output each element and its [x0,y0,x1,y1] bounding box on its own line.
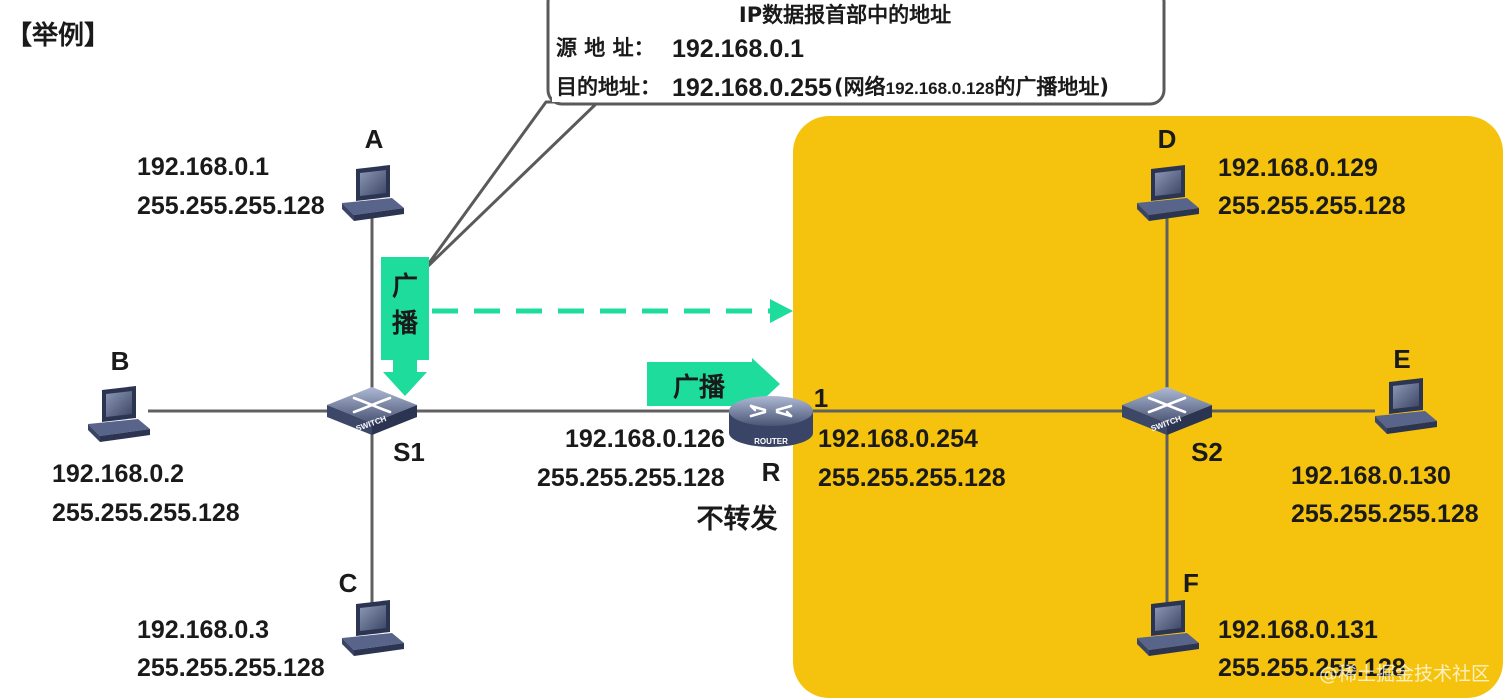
callout-pointer [422,100,600,272]
host-e-mask: 255.255.255.128 [1291,500,1479,528]
host-f-ip: 192.168.0.131 [1218,616,1378,644]
host-e-label: E [1393,344,1410,374]
router-right-ip: 192.168.0.254 [818,425,978,453]
host-c-label: C [339,568,358,598]
router-r: ROUTER [729,396,813,447]
callout-title: IP数据报首部中的地址 [739,3,951,27]
callout-dst-value: 192.168.0.255 [672,74,832,102]
host-d-mask: 255.255.255.128 [1218,192,1406,220]
host-a-mask: 255.255.255.128 [137,192,325,220]
host-e-ip: 192.168.0.130 [1291,462,1451,490]
host-a-label: A [365,124,384,154]
router-device-text: ROUTER [754,437,788,446]
broadcast-vertical-char-2: 播 [392,309,419,339]
broadcast-vertical-char-1: 广 [392,272,418,302]
router-right-mask: 255.255.255.128 [818,464,1006,492]
page-title: 【举例】 [6,20,110,51]
host-f-label: F [1183,568,1199,598]
host-a-ip: 192.168.0.1 [137,153,269,181]
pc-c [342,600,404,656]
pc-a [342,165,404,221]
callout-src-value: 192.168.0.1 [672,35,804,63]
broadcast-dashed-arrowhead [770,299,793,323]
host-f-mask: 255.255.255.128 [1218,654,1406,682]
switch-s1-label: S1 [393,437,425,467]
callout-box [546,0,1166,106]
host-b-label: B [111,346,130,376]
switch-s2: SWITCH [1120,385,1214,437]
switch-s1: SWITCH [325,385,419,437]
callout-dst-note: (网络192.168.0.128的广播地址) [834,75,1109,99]
switch-s2-label: S2 [1191,437,1223,467]
router-label: R [762,457,781,487]
watermark: @稀土掘金技术社区 [1319,663,1490,685]
callout-src-label: 源 地 址： [556,36,655,60]
host-c-ip: 192.168.0.3 [137,616,269,644]
router-port-label: 1 [814,383,828,413]
no-forward-label: 不转发 [697,503,778,535]
pc-b [88,386,150,442]
callout-dst-label: 目的地址： [556,75,661,99]
router-left-ip: 192.168.0.126 [565,425,725,453]
host-b-ip: 192.168.0.2 [52,460,184,488]
host-b-mask: 255.255.255.128 [52,499,240,527]
host-c-mask: 255.255.255.128 [137,654,325,682]
router-left-mask: 255.255.255.128 [537,464,725,492]
broadcast-vertical-arrow: 广 播 [381,257,429,396]
broadcast-horizontal-label: 广播 [673,373,726,403]
host-d-label: D [1158,124,1177,154]
network-links [148,218,1375,605]
host-d-ip: 192.168.0.129 [1218,154,1378,182]
